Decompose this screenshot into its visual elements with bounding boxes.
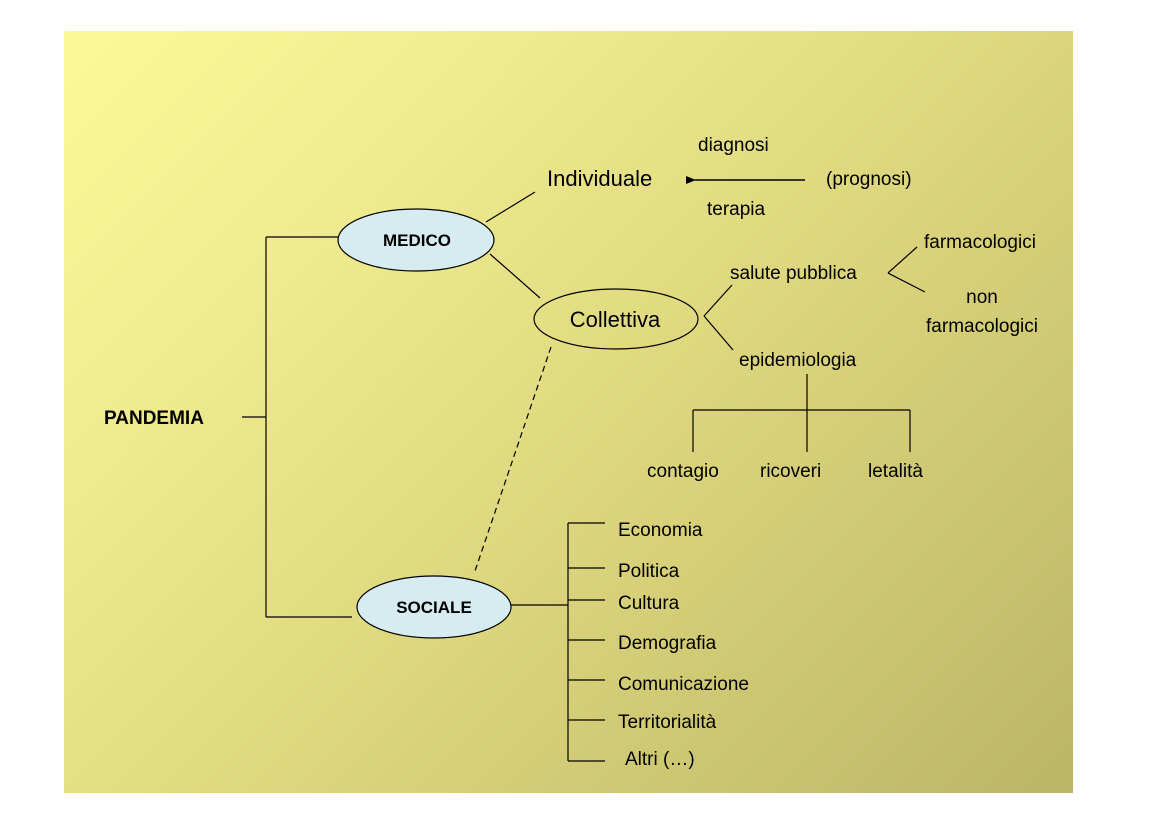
collettiva-label: Collettiva bbox=[570, 307, 661, 332]
prognosi-label: (prognosi) bbox=[826, 169, 912, 190]
sociale-item-territorialita: Territorialità bbox=[618, 712, 717, 733]
connector-lines bbox=[242, 191, 926, 762]
diagnosi-label: diagnosi bbox=[698, 135, 769, 156]
individuale-label: Individuale bbox=[547, 166, 652, 191]
sociale-item-cultura: Cultura bbox=[618, 593, 680, 614]
terapia-label: terapia bbox=[707, 199, 766, 220]
medico-label: MEDICO bbox=[383, 231, 451, 250]
sociale-label: SOCIALE bbox=[396, 598, 472, 617]
sociale-item-economia: Economia bbox=[618, 520, 703, 541]
non-label: non bbox=[966, 287, 998, 308]
medico-to-collettiva bbox=[489, 253, 541, 299]
medico-to-individuale bbox=[485, 191, 536, 223]
collettiva-to-salute bbox=[703, 284, 733, 317]
medico-node bbox=[337, 208, 495, 272]
sociale-item-politica: Politica bbox=[618, 561, 680, 582]
farmacologici-label: farmacologici bbox=[924, 232, 1036, 253]
epi-item-letalita: letalità bbox=[868, 461, 923, 482]
non-farmacologici-label: farmacologici bbox=[926, 316, 1038, 337]
salute-to-non-farmacologici bbox=[887, 272, 926, 293]
sociale-item-altri: Altri (…) bbox=[625, 749, 695, 770]
sociale-item-demografia: Demografia bbox=[618, 633, 717, 654]
salute-to-farmacologici bbox=[887, 246, 918, 274]
salute-pubblica-label: salute pubblica bbox=[730, 263, 857, 284]
collettiva-to-epidemiologia bbox=[703, 315, 734, 351]
sociale-node bbox=[356, 575, 512, 639]
collettiva-node bbox=[533, 288, 699, 350]
root-label: PANDEMIA bbox=[104, 408, 204, 429]
collettiva-sociale-dashed bbox=[473, 346, 552, 575]
epidemiologia-label: epidemiologia bbox=[739, 350, 857, 371]
epi-item-contagio: contagio bbox=[647, 461, 719, 482]
sociale-item-comunicazione: Comunicazione bbox=[618, 674, 749, 695]
epi-item-ricoveri: ricoveri bbox=[760, 461, 821, 482]
